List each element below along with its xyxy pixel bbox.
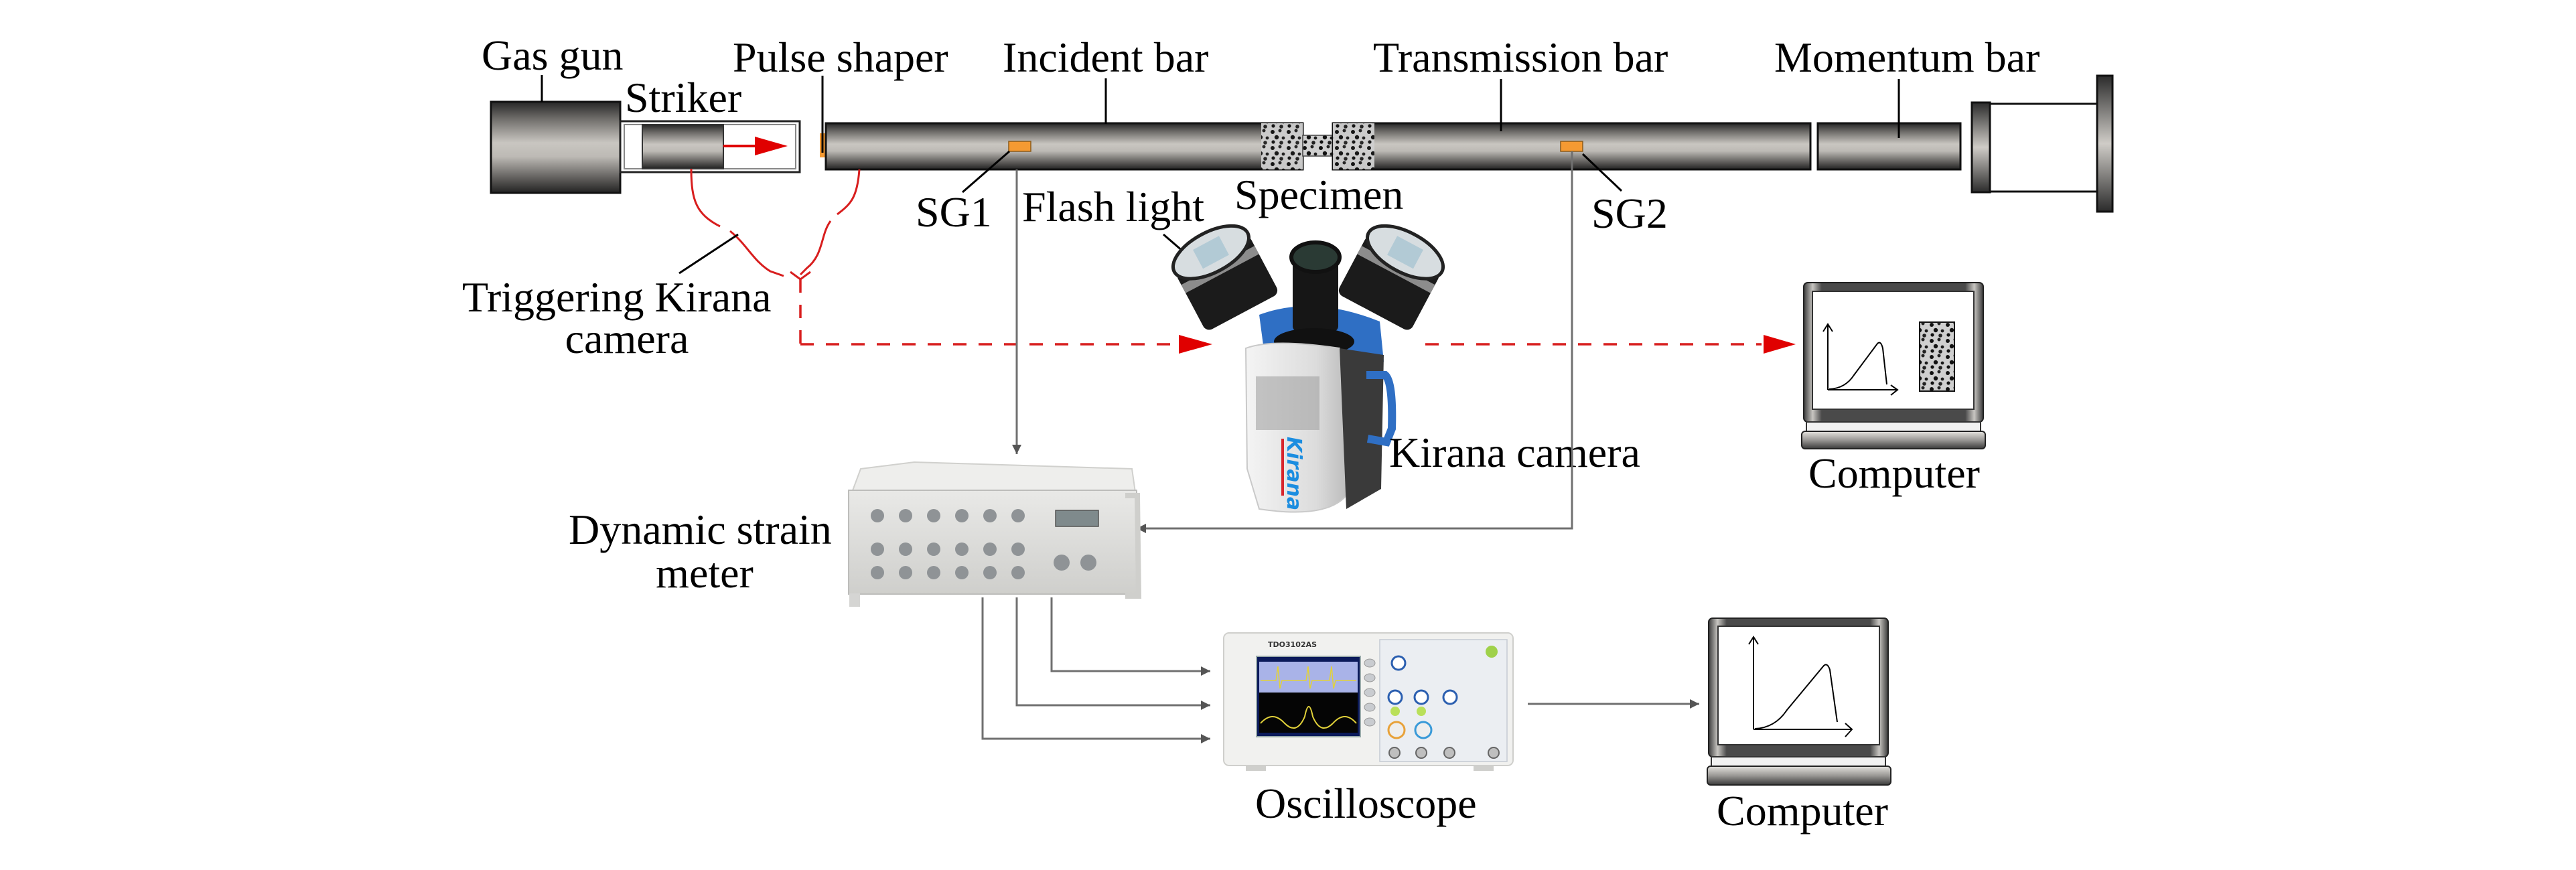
stress-strain-graph-icon xyxy=(1748,636,1853,737)
sg2-signal-line xyxy=(1137,151,1573,533)
strain-meter-label-line2: meter xyxy=(656,549,754,597)
end-stop xyxy=(1971,74,2114,213)
kirana-camera: Kirana xyxy=(1244,240,1397,513)
specimen-label: Specimen xyxy=(1234,171,1403,218)
flash-light-label: Flash light xyxy=(1022,183,1204,230)
striker-label: Striker xyxy=(625,74,741,121)
sg2-leader xyxy=(1581,153,1623,192)
triggering-label-line2: camera xyxy=(565,315,689,362)
camera-to-computer-arrowhead-icon xyxy=(1764,335,1796,354)
oscilloscope-model-text: TDO3102AS xyxy=(1268,640,1317,649)
oscilloscope-label: Oscilloscope xyxy=(1255,780,1477,827)
camera-brand-text: Kirana xyxy=(1282,437,1305,510)
computer-bottom xyxy=(1707,618,1891,786)
kirana-camera-label: Kirana camera xyxy=(1389,429,1640,476)
triggering-leader xyxy=(678,233,739,275)
stress-strain-graph-icon xyxy=(1822,323,1899,396)
sg1-label: SG1 xyxy=(916,188,992,236)
channel-line-2 xyxy=(1015,597,1210,710)
trigger-arrowhead-icon xyxy=(1179,335,1212,354)
strain-meter-channels xyxy=(871,509,1096,579)
sg1-leader xyxy=(962,150,1010,194)
incident-bar-label: Incident bar xyxy=(1003,33,1208,81)
momentum-bar xyxy=(1816,122,1962,171)
channel-line-1 xyxy=(1050,597,1210,676)
momentum-bar-label: Momentum bar xyxy=(1774,33,2040,81)
striker-direction-arrow-icon xyxy=(723,137,788,155)
strain-meter-display xyxy=(1055,510,1099,527)
flash-light-left xyxy=(1171,224,1278,330)
computer-top xyxy=(1801,282,1986,449)
sg2-label: SG2 xyxy=(1591,190,1668,237)
strain-gauge-sg1 xyxy=(1008,141,1031,152)
computer-top-label: Computer xyxy=(1808,449,1980,497)
dynamic-strain-meter xyxy=(848,461,1142,607)
channel-line-3 xyxy=(981,597,1210,743)
gas-gun-label: Gas gun xyxy=(482,31,624,79)
specimen xyxy=(1302,135,1334,157)
gas-gun xyxy=(490,100,622,194)
transmission-bar-label: Transmission bar xyxy=(1373,33,1668,81)
oscilloscope: TDO3102AS xyxy=(1223,632,1514,771)
triggering-label-line1: Triggering Kirana xyxy=(462,273,772,321)
speckle-image-icon xyxy=(1919,321,1955,392)
strain-gauge-sg2 xyxy=(1560,141,1583,152)
flash-light-right xyxy=(1338,224,1445,330)
striker xyxy=(642,124,724,169)
pulse-shaper-label: Pulse shaper xyxy=(733,33,948,81)
strain-meter-label-line1: Dynamic strain xyxy=(569,506,832,553)
computer-bottom-label: Computer xyxy=(1717,787,1888,835)
incident-bar xyxy=(825,122,1304,171)
